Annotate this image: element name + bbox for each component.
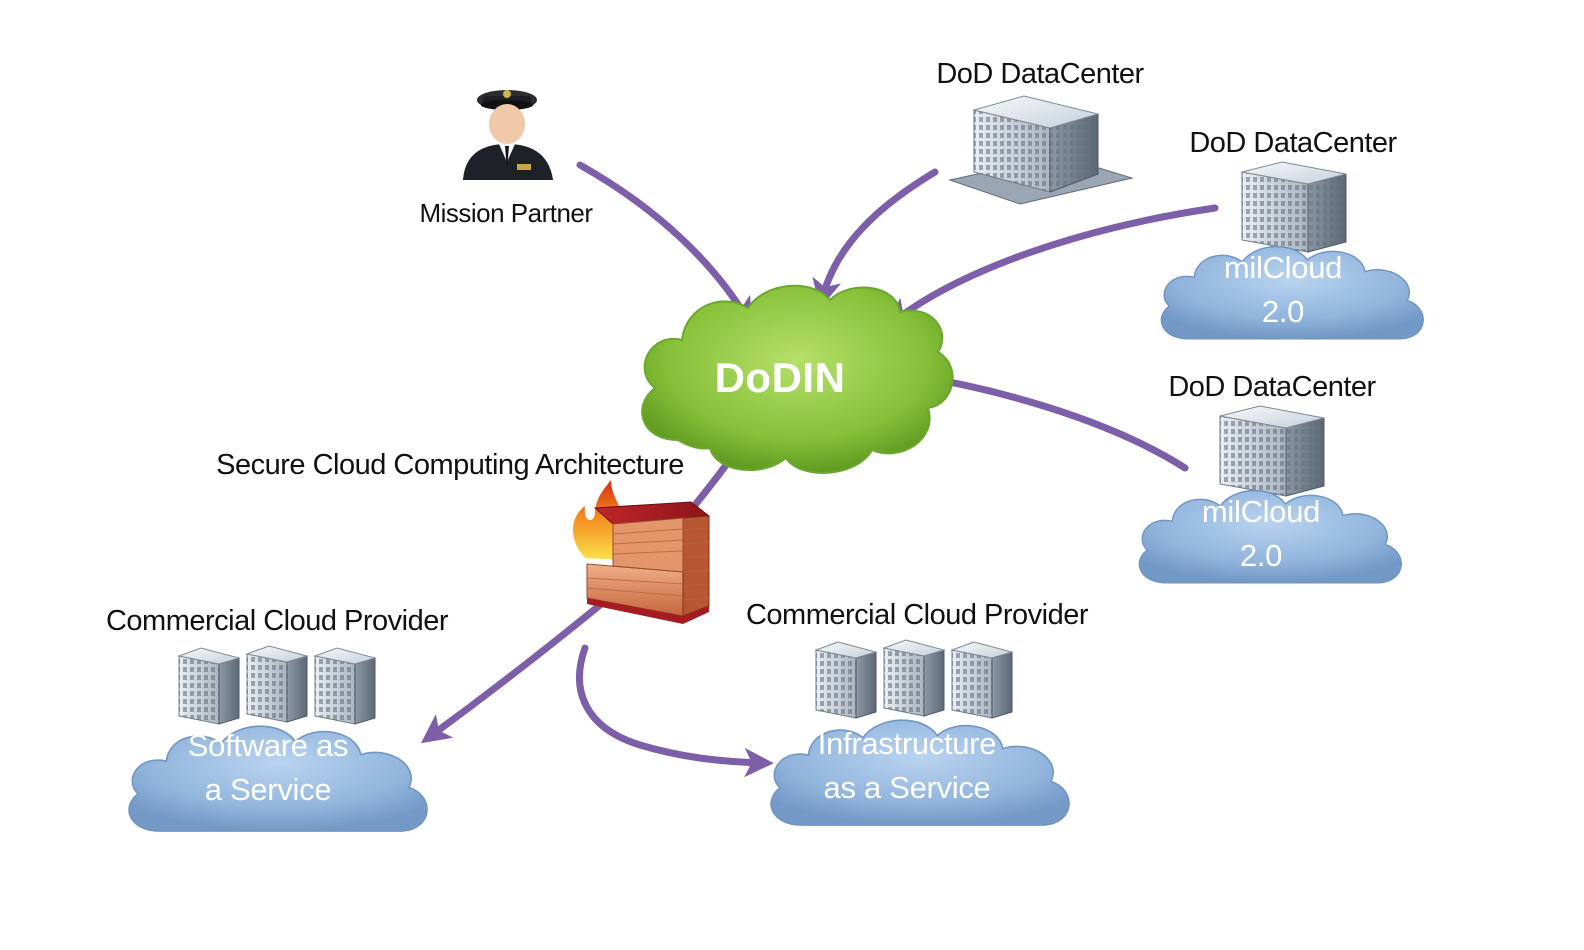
- saas-cloud: Software as a Service: [128, 725, 428, 832]
- milcloud-2-line2: 2.0: [1240, 538, 1282, 573]
- arrow-firewall-to-saas: [420, 601, 604, 744]
- milcloud-2-cloud: milCloud 2.0: [1138, 489, 1402, 584]
- datacenter-top-node: DoD DataCenter: [936, 58, 1145, 205]
- connection-arrows: [420, 161, 1219, 778]
- mission-partner-label: Mission Partner: [419, 198, 593, 228]
- building-icon: [1241, 161, 1347, 253]
- scca-label: Secure Cloud Computing Architecture: [216, 449, 684, 481]
- saas-line1: Software as: [188, 728, 348, 763]
- iaas-line1: Infrastructure: [818, 726, 996, 761]
- arrow-milcloud-1-to-dodin: [886, 204, 1219, 328]
- military-officer-icon: [463, 90, 553, 180]
- commercial-saas-label: Commercial Cloud Provider: [106, 605, 449, 637]
- buildings-icon: [177, 645, 377, 725]
- buildings-icon: [814, 639, 1014, 719]
- scca-node: Secure Cloud Computing Architecture: [216, 449, 711, 624]
- milcloud-2-line1: milCloud: [1202, 494, 1320, 529]
- dodin-cloud: DoDIN: [641, 284, 954, 474]
- commercial-saas-node: Commercial Cloud Provider: [106, 605, 449, 832]
- milcloud-1-line1: milCloud: [1224, 250, 1342, 285]
- dodin-label: DoDIN: [715, 354, 846, 401]
- commercial-iaas-label: Commercial Cloud Provider: [746, 599, 1089, 631]
- iaas-line2: as a Service: [824, 770, 991, 805]
- mission-partner-node: Mission Partner: [419, 90, 594, 228]
- datacenter-milcloud-2-label: DoD DataCenter: [1168, 371, 1376, 403]
- commercial-iaas-node: Commercial Cloud Provider: [746, 599, 1089, 826]
- arrow-datacenter-to-dodin: [812, 168, 939, 309]
- iaas-cloud: Infrastructure as a Service: [770, 719, 1070, 826]
- firewall-icon: [572, 480, 711, 624]
- datacenter-milcloud-1-node: DoD DataCenter milCloud 2.0: [1160, 127, 1424, 340]
- arrow-firewall-to-iaas: [576, 644, 774, 778]
- datacenter-milcloud-2-node: DoD DataCenter milCloud 2.0: [1138, 371, 1402, 584]
- datacenter-top-label: DoD DataCenter: [936, 58, 1144, 90]
- datacenter-milcloud-1-label: DoD DataCenter: [1189, 127, 1397, 159]
- milcloud-1-line2: 2.0: [1262, 294, 1304, 329]
- milcloud-1-cloud: milCloud 2.0: [1160, 245, 1424, 340]
- building-icon: [948, 95, 1134, 205]
- saas-line2: a Service: [205, 772, 332, 807]
- arrow-mission-partner-to-dodin: [576, 161, 753, 328]
- building-icon: [1219, 405, 1325, 497]
